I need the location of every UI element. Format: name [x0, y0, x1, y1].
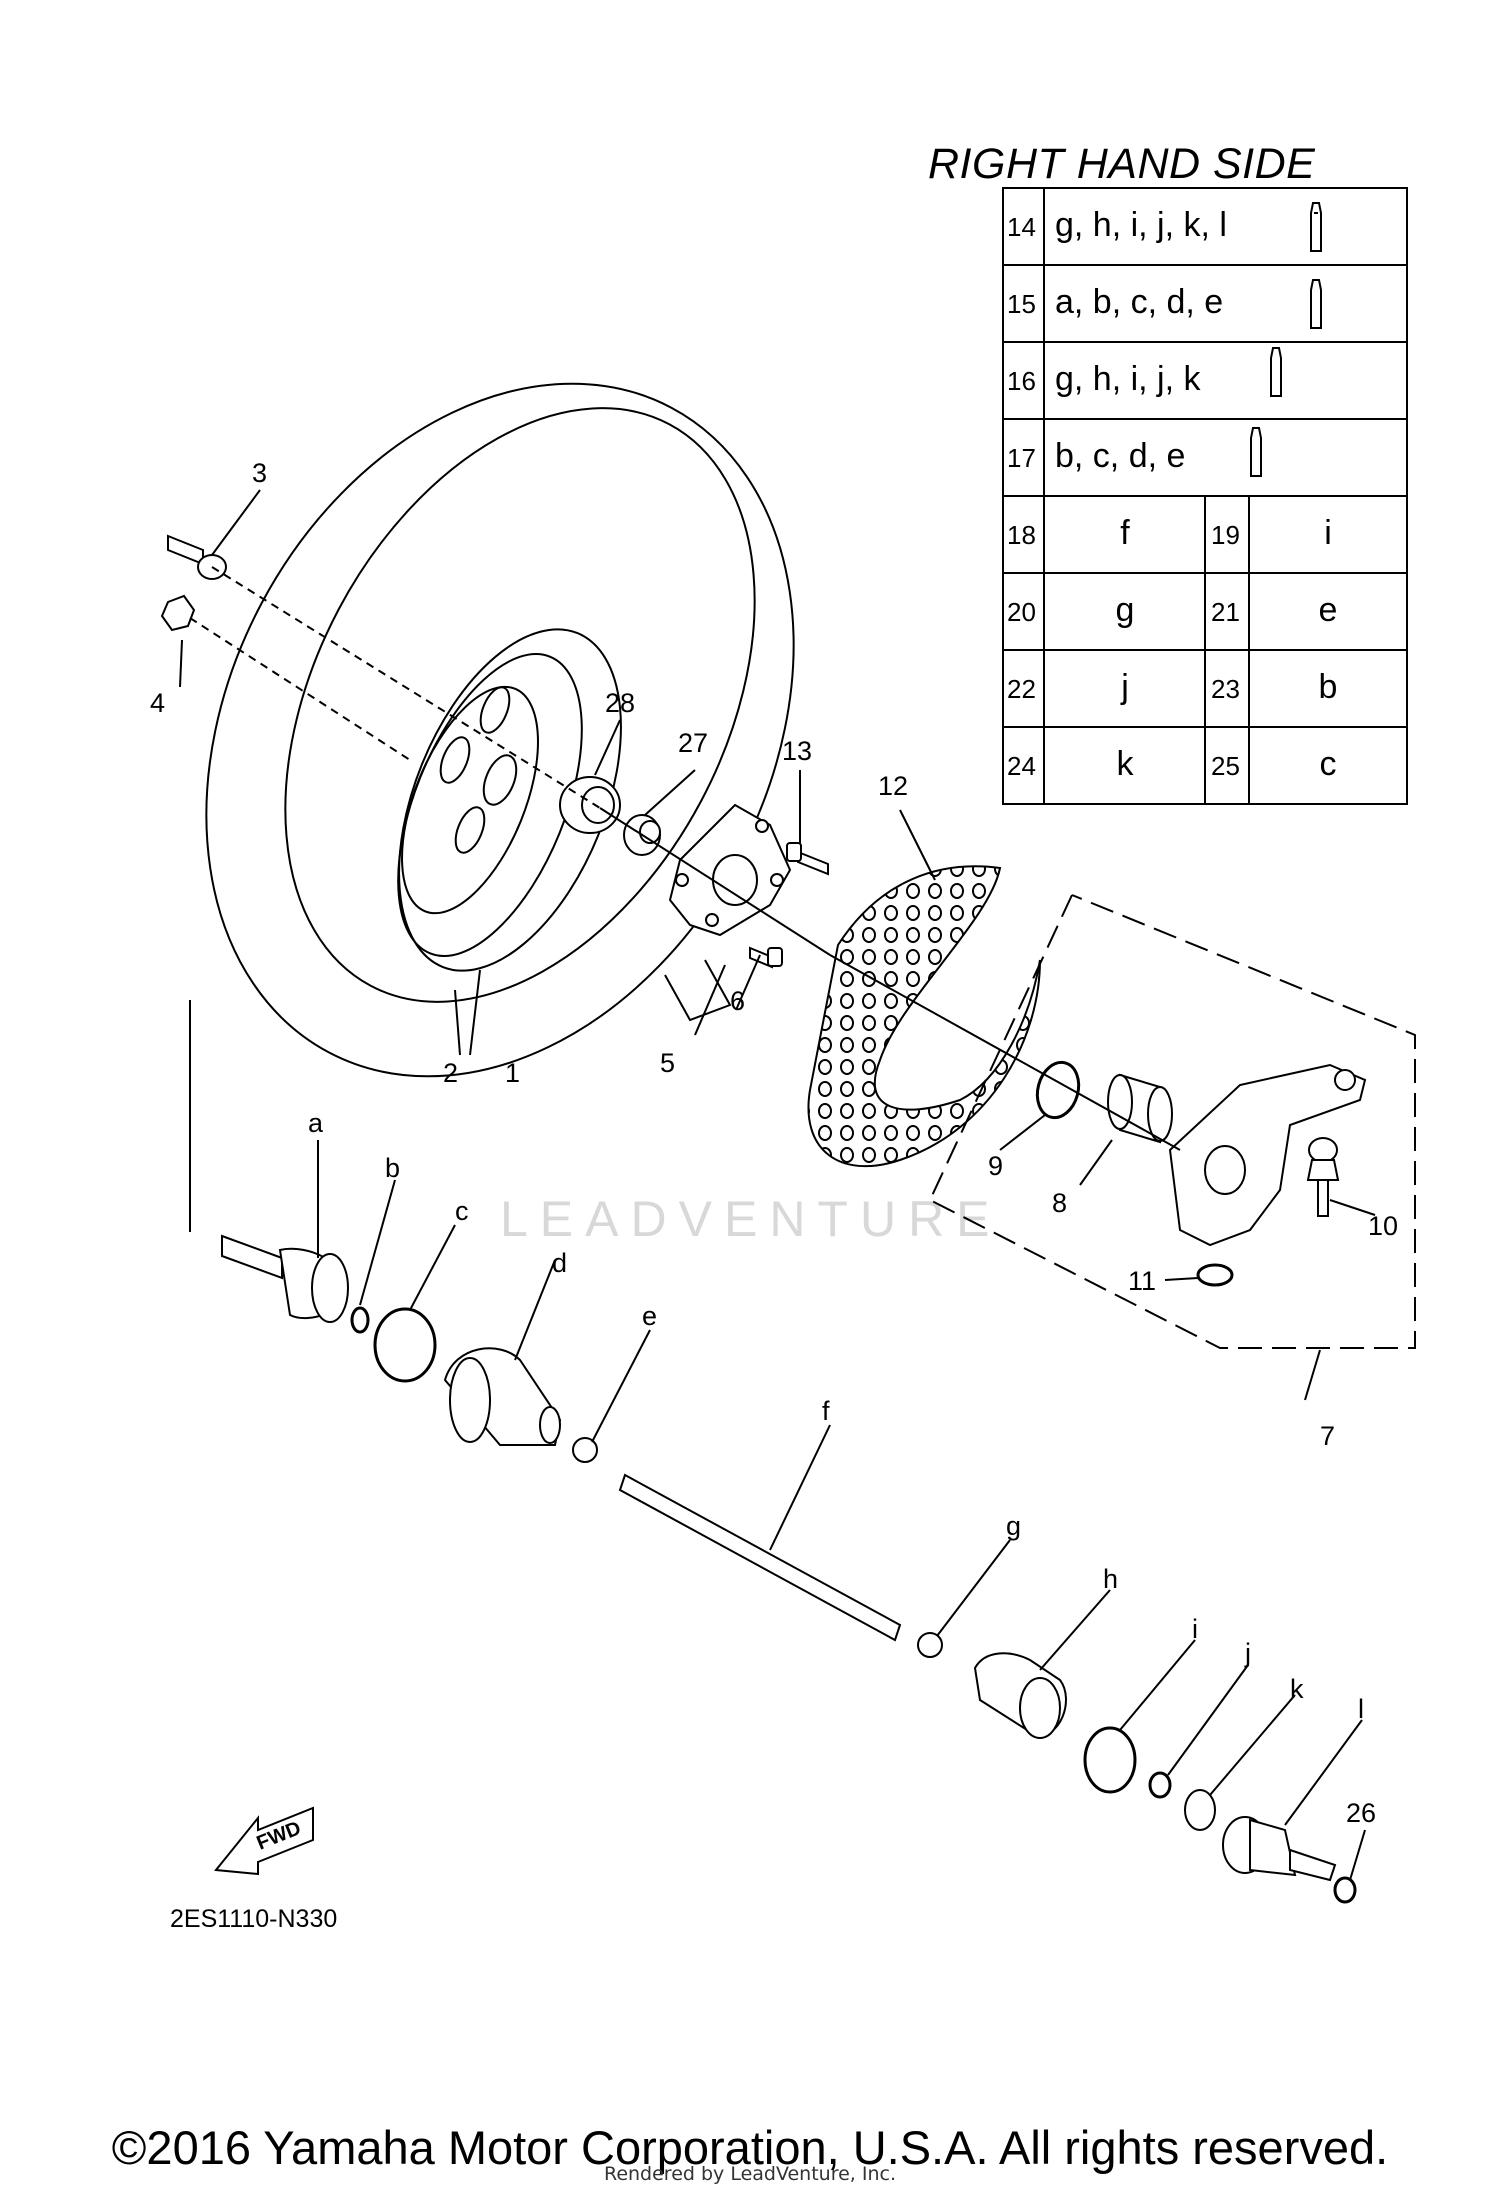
callout-8: 8 — [1052, 1188, 1067, 1218]
callout-27: 27 — [678, 728, 708, 758]
callout-b: b — [385, 1153, 400, 1183]
shaft-f — [618, 1473, 902, 1642]
legend-part-23: b — [1319, 668, 1338, 706]
bolt-13 — [786, 842, 829, 876]
legend-no-24: 24 — [1007, 751, 1036, 781]
valve-cap — [160, 594, 196, 632]
grease-tube-icon — [1310, 202, 1322, 252]
callout-4: 4 — [150, 688, 165, 718]
legend-parts-16: g, h, i, j, k — [1055, 360, 1201, 398]
legend-no-23: 23 — [1211, 674, 1240, 704]
tire — [205, 382, 795, 1078]
bearing-8 — [1107, 1073, 1173, 1144]
legend-part-21: e — [1319, 591, 1338, 629]
callout-3: 3 — [252, 458, 267, 488]
ball-joint-10 — [1306, 1137, 1340, 1217]
legend-part-25: c — [1320, 745, 1337, 783]
circlip-j — [1148, 1771, 1172, 1799]
diagram-title: RIGHT HAND SIDE — [928, 140, 1316, 188]
callout-10: 10 — [1368, 1211, 1398, 1241]
valve-stem — [167, 534, 227, 580]
o-ring-k — [1184, 1789, 1216, 1831]
circlip-9 — [1035, 1060, 1081, 1120]
callout-7: 7 — [1320, 1421, 1335, 1451]
callout-11: 11 — [1128, 1266, 1156, 1296]
callout-l: l — [1358, 1694, 1364, 1724]
callout-12: 12 — [878, 771, 908, 801]
legend-part-18: f — [1120, 514, 1130, 552]
circlip-b — [350, 1306, 370, 1334]
legend-no-20: 20 — [1007, 597, 1036, 627]
callout-c: c — [455, 1196, 469, 1226]
callout-28: 28 — [605, 688, 635, 718]
legend-no-17: 17 — [1007, 443, 1036, 473]
legend-no-16: 16 — [1007, 366, 1036, 396]
cv-joint-l — [1222, 1816, 1337, 1882]
callout-g: g — [1006, 1511, 1021, 1541]
callout-13: 13 — [782, 736, 812, 766]
callout-26: 26 — [1346, 1798, 1376, 1828]
watermark: LEADVENTURE — [500, 1191, 1002, 1247]
callout-2: 2 — [443, 1058, 458, 1088]
brake-disc — [807, 865, 1041, 1168]
grease-tube-icon — [1310, 279, 1322, 329]
rendered-by-notice: Rendered by LeadVenture, Inc. — [603, 2163, 897, 2185]
legend-parts-14: g, h, i, j, k, l — [1055, 206, 1227, 244]
boot-band-g — [917, 1632, 943, 1658]
legend-part-19: i — [1324, 514, 1332, 552]
boot-band-e — [572, 1437, 598, 1463]
boot-band-c — [373, 1307, 437, 1383]
legend-table — [1002, 187, 1408, 805]
callout-k: k — [1290, 1674, 1304, 1704]
boot-d — [443, 1347, 562, 1446]
callout-5: 5 — [660, 1048, 675, 1078]
boot-h — [973, 1652, 1067, 1739]
rim — [397, 628, 622, 972]
callout-d: d — [552, 1248, 567, 1278]
bolt-6 — [749, 946, 783, 969]
cv-joint-a — [221, 1234, 349, 1323]
fwd-arrow-icon: FWD — [214, 1806, 314, 1876]
diagram-code: 2ES1110-N330 — [170, 1905, 338, 1933]
leader-lines — [179, 489, 1376, 1881]
callout-e: e — [642, 1301, 657, 1331]
callout-a: a — [308, 1108, 324, 1138]
grease-tube-icon — [1270, 347, 1282, 397]
spacer-28 — [559, 776, 621, 834]
legend-no-14: 14 — [1007, 212, 1036, 242]
callout-f: f — [822, 1396, 830, 1426]
callout-h: h — [1103, 1564, 1118, 1594]
legend-no-21: 21 — [1211, 597, 1240, 627]
legend-no-18: 18 — [1007, 520, 1036, 550]
legend-no-19: 19 — [1211, 520, 1240, 550]
legend-no-15: 15 — [1007, 289, 1036, 319]
legend-part-20: g — [1116, 591, 1135, 629]
callout-i: i — [1192, 1614, 1198, 1644]
steering-knuckle — [1168, 1063, 1367, 1247]
copyright-notice: ©2016 Yamaha Motor Corporation, U.S.A. A… — [111, 2121, 1389, 2174]
knuckle-assembly-outline — [928, 894, 1416, 1349]
legend-part-24: k — [1117, 745, 1135, 783]
boot-band-i — [1083, 1726, 1137, 1794]
legend-parts-17: b, c, d, e — [1055, 437, 1185, 475]
circlip-26 — [1333, 1876, 1357, 1904]
callout-9: 9 — [988, 1151, 1003, 1181]
callout-j: j — [1244, 1638, 1251, 1668]
legend-no-25: 25 — [1211, 751, 1240, 781]
legend-parts-15: a, b, c, d, e — [1055, 283, 1223, 321]
grease-tube-icon — [1250, 427, 1262, 477]
legend-no-22: 22 — [1007, 674, 1036, 704]
legend-part-22: j — [1120, 668, 1129, 706]
callout-6: 6 — [730, 986, 745, 1016]
callout-1: 1 — [505, 1058, 520, 1088]
circlip-11 — [1196, 1263, 1234, 1287]
